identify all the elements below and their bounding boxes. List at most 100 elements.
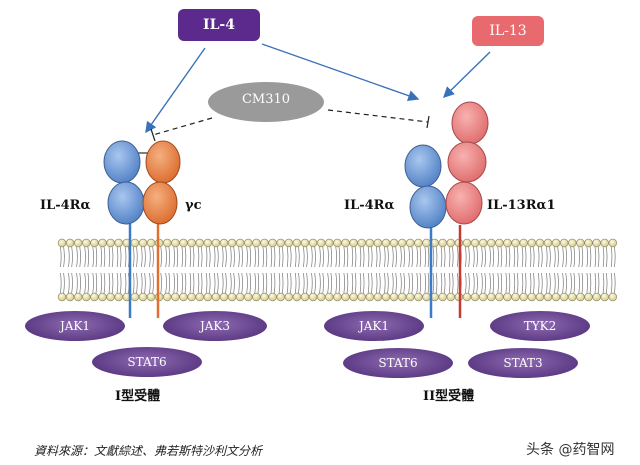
lipid-head <box>219 238 229 248</box>
lipid-head <box>349 238 358 248</box>
lipid-head <box>519 292 528 302</box>
lipid-head <box>114 238 123 248</box>
lipid-head <box>244 238 253 248</box>
type2-caption: II型受體 <box>423 389 475 404</box>
lipid-head <box>90 238 99 248</box>
lipid-head <box>236 238 245 248</box>
lipid-head <box>300 238 310 248</box>
jak1-left-kinase: JAK1 <box>25 311 125 341</box>
lipid-head <box>187 238 196 248</box>
lipid-head <box>592 292 601 302</box>
lipid-head <box>187 292 196 302</box>
lipid-head <box>357 292 366 302</box>
gc-domain-2 <box>142 181 178 225</box>
lipid-head <box>365 292 374 302</box>
lipid-head <box>276 238 285 248</box>
lipid-head <box>308 238 318 248</box>
lipid-head <box>203 238 213 248</box>
lipid-head <box>292 238 302 248</box>
il4-to-type1-arrow <box>145 47 206 134</box>
inhibit-line-type1 <box>152 117 213 136</box>
lipid-head <box>365 238 374 248</box>
lipid-head <box>57 292 67 302</box>
il13ra1-domain-1 <box>451 101 489 145</box>
lipid-head <box>381 238 391 248</box>
lipid-head <box>244 292 253 302</box>
lipid-head <box>398 292 407 302</box>
inhibit-line-type2 <box>327 109 429 123</box>
lipid-head <box>171 238 180 248</box>
cell-membrane <box>57 238 617 302</box>
lipid-head <box>300 292 310 302</box>
lipid-head <box>82 292 91 302</box>
lipid-head <box>292 292 302 302</box>
lipid-head <box>333 292 342 302</box>
lipid-head <box>559 292 569 302</box>
lipid-head <box>284 238 293 248</box>
lipid-head <box>600 292 609 302</box>
stat6-left: STAT6 <box>92 347 202 377</box>
lipid-head <box>462 292 472 302</box>
lipid-head <box>341 238 350 248</box>
lipid-head <box>284 292 293 302</box>
lipid-head <box>438 292 447 302</box>
lipid-head <box>146 238 156 248</box>
il4-ligand-box: IL-4 <box>178 9 260 41</box>
lipid-head <box>179 292 188 302</box>
lipid-head <box>584 292 593 302</box>
lipid-head <box>535 292 545 302</box>
lipid-head <box>73 292 83 302</box>
lipid-head <box>276 292 285 302</box>
lipid-head <box>495 238 504 248</box>
lipid-head <box>446 238 455 248</box>
lipid-head <box>487 238 496 248</box>
lipid-head <box>446 292 455 302</box>
lipid-head <box>470 292 480 302</box>
lipid-head <box>527 238 536 248</box>
lipid-head <box>195 292 204 302</box>
lipid-head <box>438 238 447 248</box>
lipid-head <box>608 238 617 248</box>
lipid-head <box>406 292 415 302</box>
lipid-head <box>568 238 577 248</box>
lipid-head <box>130 238 140 248</box>
lipid-head <box>389 238 399 248</box>
tyk2-kinase: TYK2 <box>490 311 590 341</box>
il4-to-type2-arrow <box>261 43 420 102</box>
lipid-head <box>535 238 545 248</box>
il13-to-type2-arrow <box>442 51 491 98</box>
type1-caption: I型受體 <box>115 389 161 404</box>
lipid-head <box>268 292 277 302</box>
lipid-head <box>373 238 383 248</box>
lipid-head <box>559 238 569 248</box>
il13ra1-domain-3 <box>445 181 483 225</box>
il4ra-domain-2 <box>107 181 145 225</box>
lipid-head <box>98 292 107 302</box>
lipid-head <box>195 238 204 248</box>
lipid-head <box>543 292 553 302</box>
lipid-head <box>236 292 245 302</box>
lipid-head <box>82 238 91 248</box>
lipid-head <box>114 292 123 302</box>
lipid-head <box>406 238 415 248</box>
lipid-head <box>317 292 326 302</box>
cm310-label: CM310 <box>241 92 291 107</box>
lipid-head <box>576 238 585 248</box>
il13-ligand-box: IL-13 <box>472 16 544 46</box>
lipid-head <box>146 292 156 302</box>
jak3-kinase: JAK3 <box>163 311 267 341</box>
lipid-head <box>252 238 261 248</box>
lipid-head <box>608 292 617 302</box>
lipid-head <box>219 292 229 302</box>
lipid-head <box>479 238 488 248</box>
lipid-head <box>511 292 520 302</box>
lipid-head <box>333 238 342 248</box>
type1-il4ra-label: IL-4Rα <box>40 198 91 213</box>
lipid-head <box>98 238 107 248</box>
lipid-head <box>584 238 593 248</box>
type2-il13ra1-label: IL-13Rα1 <box>487 198 556 213</box>
lipid-head <box>268 238 277 248</box>
type2-receptor <box>404 101 489 318</box>
lipid-head <box>341 292 350 302</box>
lipid-head <box>543 238 553 248</box>
